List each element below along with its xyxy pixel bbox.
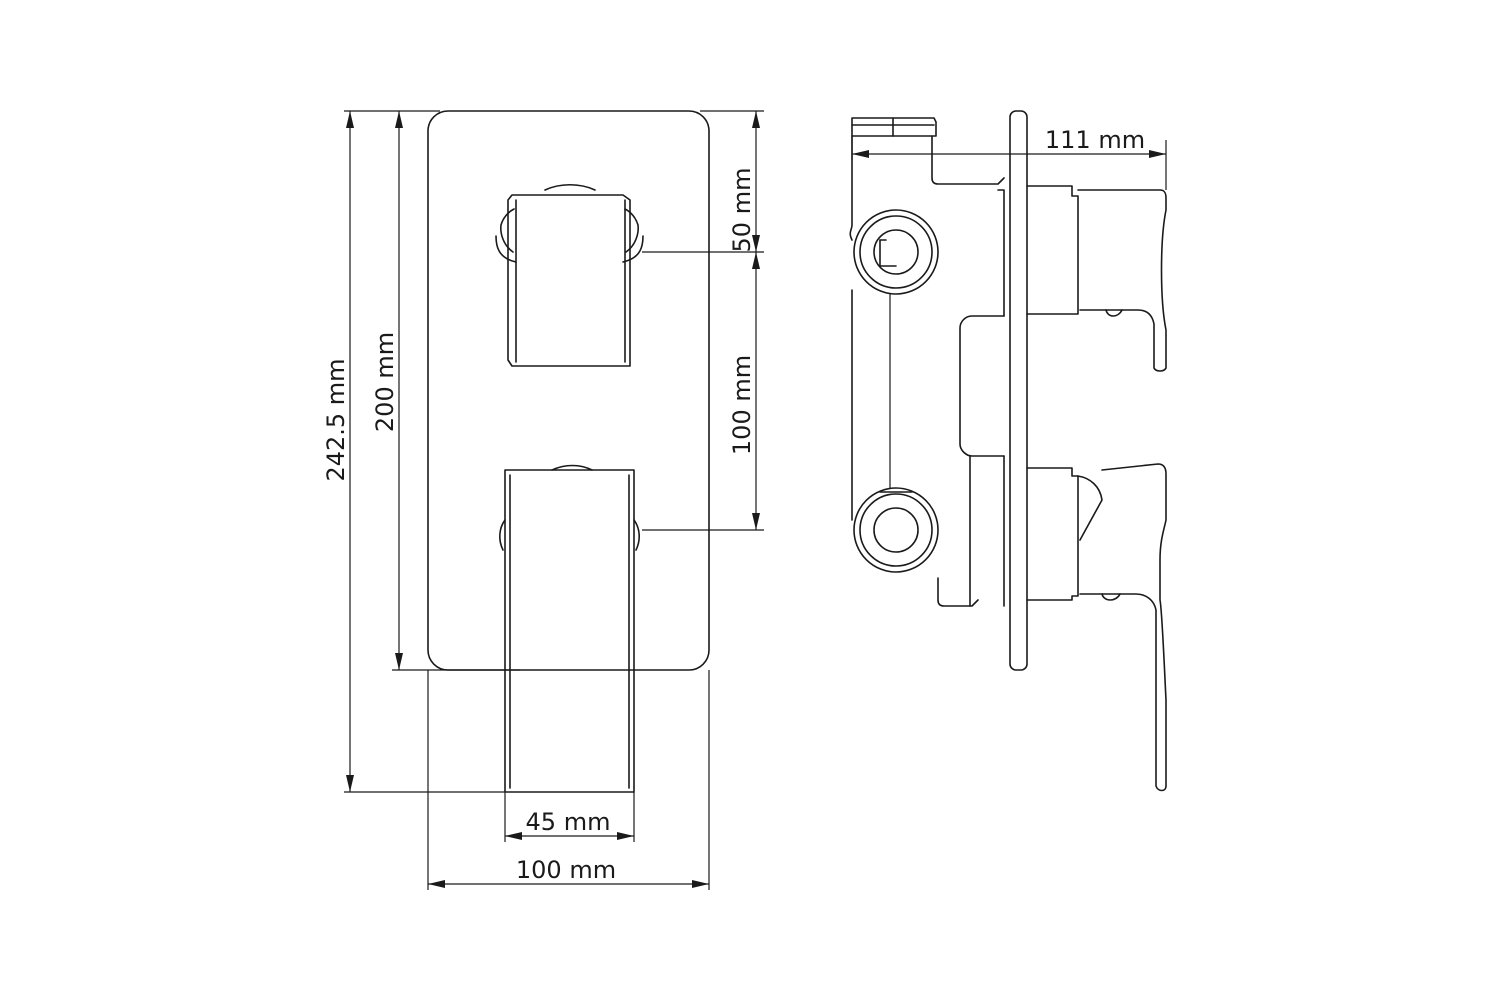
side-view bbox=[849, 110, 1167, 792]
valve-body bbox=[849, 135, 1005, 607]
dim-handle-spacing: 100 mm bbox=[728, 355, 756, 455]
dim-plate-height: 200 mm bbox=[371, 332, 399, 432]
upper-connection bbox=[853, 209, 939, 295]
front-dimensions: 242.5 mm 200 mm 50 mm 100 mm 45 mm 100 m… bbox=[322, 110, 764, 890]
lower-connection bbox=[853, 487, 939, 573]
bottom-mixer-lever bbox=[499, 464, 640, 793]
dim-handle-width: 45 mm bbox=[526, 808, 611, 836]
front-view bbox=[427, 110, 710, 793]
lower-lever-side bbox=[1026, 463, 1167, 792]
dim-plate-width: 100 mm bbox=[516, 856, 616, 884]
dim-total-height: 242.5 mm bbox=[322, 358, 350, 481]
top-diverter-knob bbox=[495, 183, 644, 367]
cover-plate bbox=[427, 110, 710, 671]
valve-top-cap bbox=[851, 117, 937, 137]
dim-top-offset: 50 mm bbox=[728, 168, 756, 253]
dim-projection: 111 mm bbox=[1045, 126, 1145, 154]
side-dimensions: 111 mm bbox=[851, 126, 1167, 190]
upper-knob-side bbox=[1026, 185, 1167, 372]
side-plate bbox=[1009, 110, 1028, 671]
